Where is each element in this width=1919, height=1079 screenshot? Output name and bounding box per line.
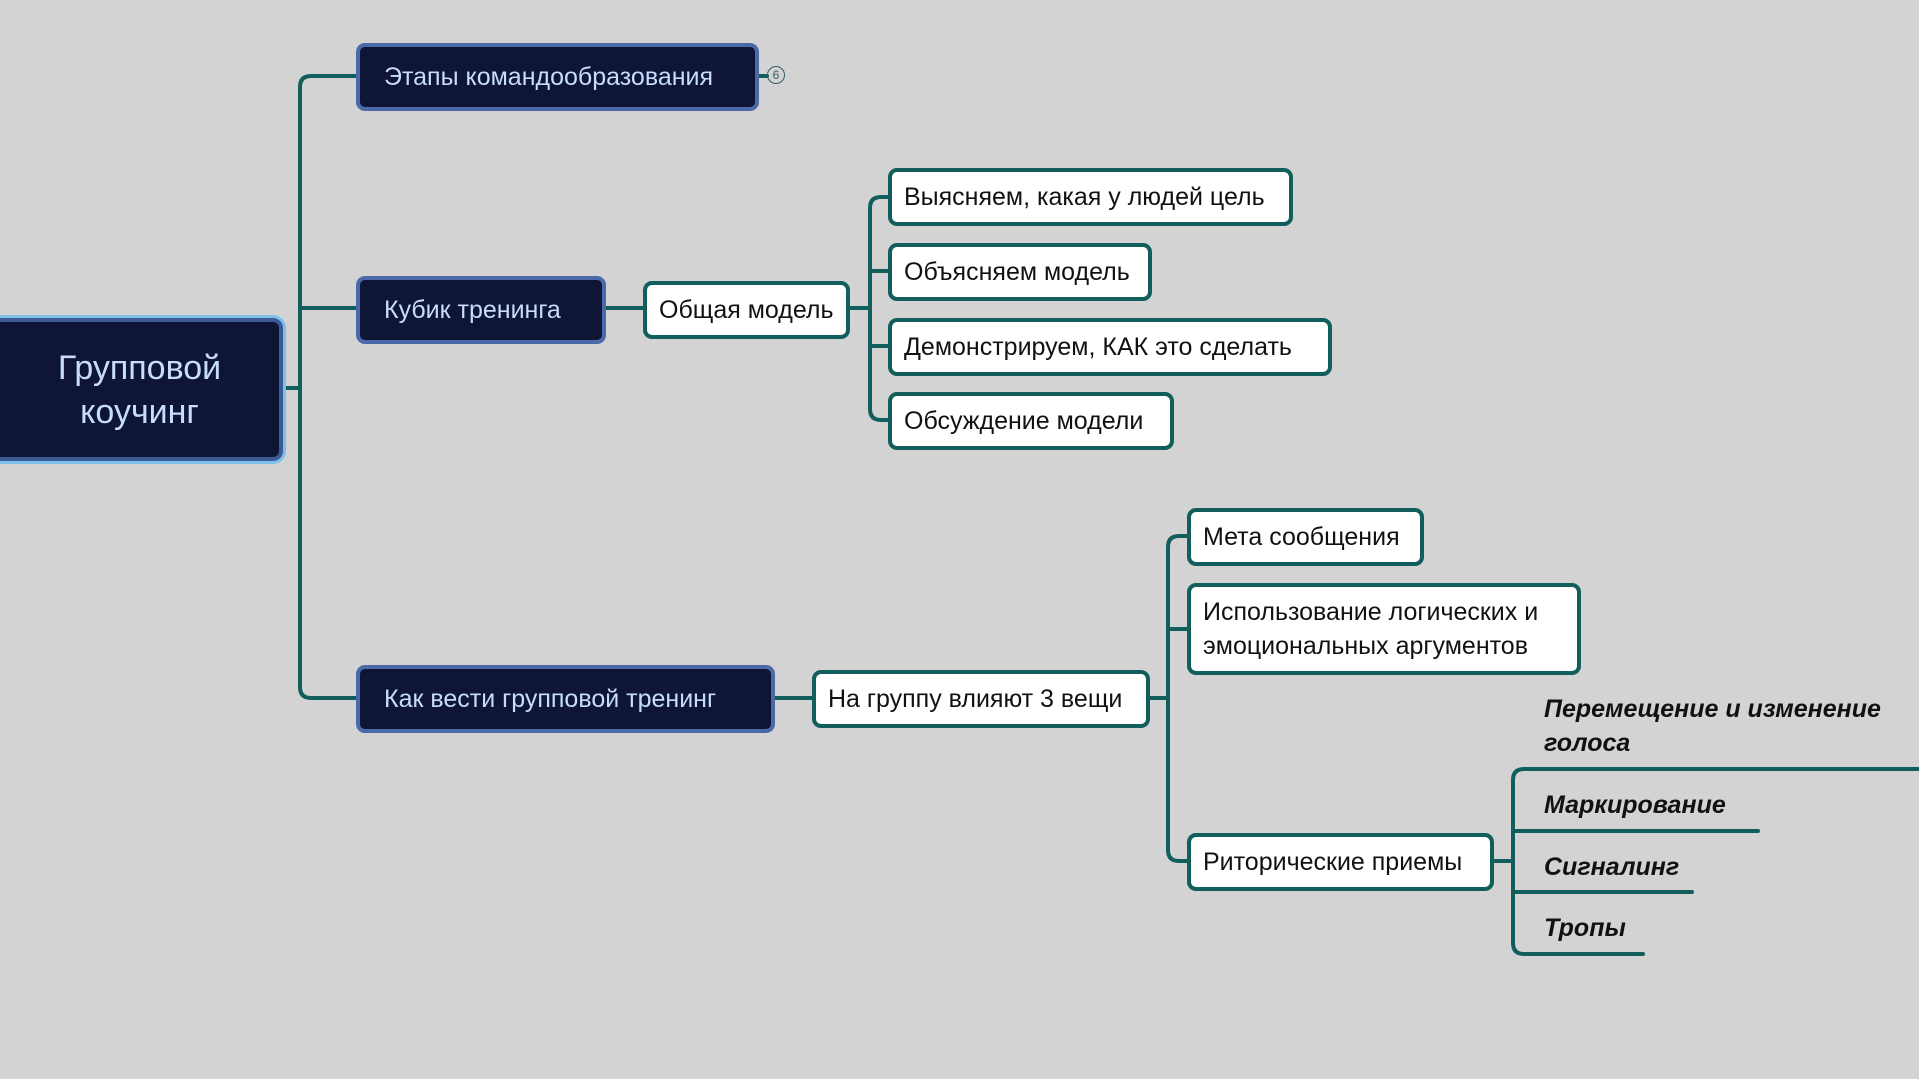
rhetoric-leaf-signaling[interactable]: Сигналинг	[1544, 850, 1679, 884]
branch-howto[interactable]: Как вести групповой тренинг	[356, 665, 775, 733]
rhetoric-leaf-voice[interactable]: Перемещение и изменение голоса	[1544, 692, 1919, 760]
root-label: Групповой коучинг	[57, 348, 222, 431]
branch-stages[interactable]: Этапы командообразования	[356, 43, 759, 111]
rhetoric-leaf-label: Сигналинг	[1544, 853, 1680, 881]
branch-cube-label: Кубик тренинга	[384, 295, 561, 324]
factor-item-label: Риторические приемы	[1203, 847, 1463, 876]
rhetoric-leaf-tropes[interactable]: Тропы	[1544, 911, 1626, 945]
connector-model-items	[848, 195, 890, 422]
factor-item-label: Мета сообщения	[1203, 522, 1400, 551]
node-group-factors-label: На группу влияют 3 вещи	[828, 684, 1123, 713]
branch-howto-label: Как вести групповой тренинг	[384, 684, 717, 713]
connector-trunk	[298, 74, 358, 700]
node-general-model[interactable]: Общая модель	[643, 281, 850, 339]
node-general-model-label: Общая модель	[659, 295, 834, 324]
rhetoric-leaf-label: Тропы	[1544, 914, 1626, 942]
factor-item-label: Использование логических и эмоциональных…	[1203, 598, 1539, 660]
branch-stages-label: Этапы командообразования	[384, 62, 714, 91]
model-item-explain[interactable]: Объясняем модель	[888, 243, 1152, 301]
model-item-goal[interactable]: Выясняем, какая у людей цель	[888, 168, 1293, 226]
factor-item-meta[interactable]: Мета сообщения	[1187, 508, 1424, 566]
node-group-factors[interactable]: На группу влияют 3 вещи	[812, 670, 1150, 728]
factor-item-rhetoric[interactable]: Риторические приемы	[1187, 833, 1494, 891]
model-item-discussion[interactable]: Обсуждение модели	[888, 392, 1174, 450]
connector-rhetoric-leaves	[1492, 767, 1919, 956]
model-item-label: Объясняем модель	[904, 257, 1130, 286]
rhetoric-leaf-label: Перемещение и изменение голоса	[1544, 695, 1881, 757]
rhetoric-leaf-label: Маркирование	[1544, 791, 1726, 819]
branch-cube[interactable]: Кубик тренинга	[356, 276, 606, 344]
connector-factors-items	[1148, 534, 1189, 863]
model-item-label: Демонстрируем, КАК это сделать	[904, 332, 1292, 361]
model-item-demonstrate[interactable]: Демонстрируем, КАК это сделать	[888, 318, 1332, 376]
model-item-label: Обсуждение модели	[904, 406, 1144, 435]
rhetoric-leaf-marking[interactable]: Маркирование	[1544, 788, 1726, 822]
collapsed-count-badge[interactable]: 6	[767, 66, 785, 84]
factor-item-arguments[interactable]: Использование логических и эмоциональных…	[1187, 583, 1581, 675]
root-node[interactable]: Групповой коучинг	[0, 318, 283, 461]
model-item-label: Выясняем, какая у людей цель	[904, 182, 1265, 211]
